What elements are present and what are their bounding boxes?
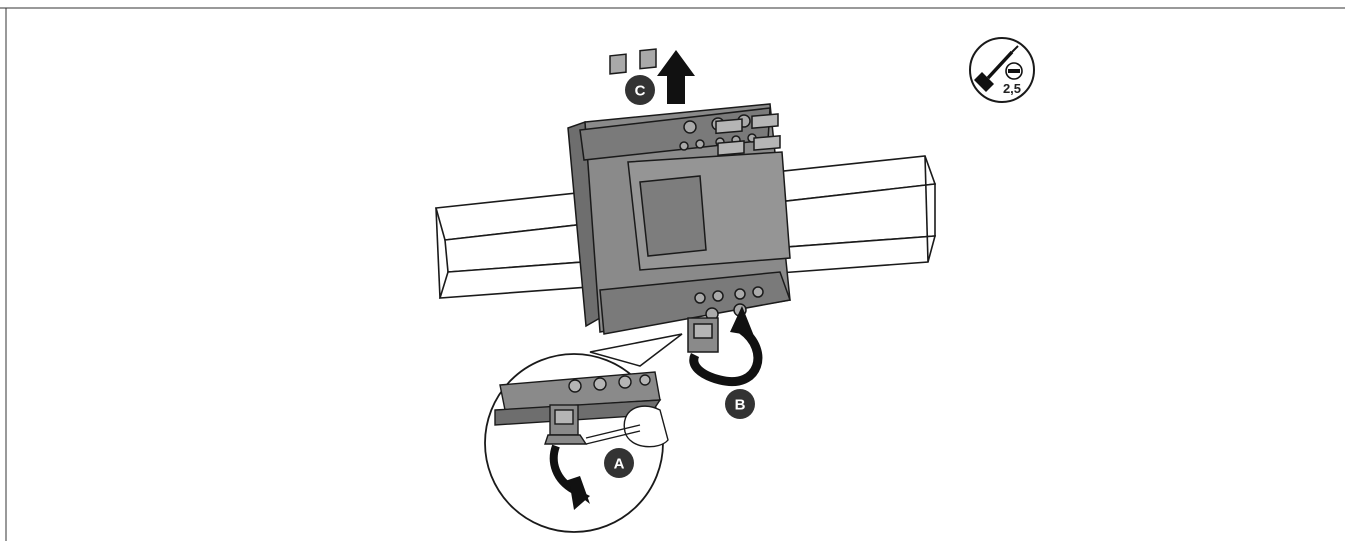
energy-meter-device xyxy=(567,48,792,353)
arrow-c-pull-up xyxy=(657,50,695,104)
arrow-b-rotate xyxy=(689,326,763,387)
screwdriver-tool-badge: 2,5 xyxy=(969,37,1035,103)
display-window xyxy=(639,175,707,257)
step-badge-c: C xyxy=(625,75,655,105)
step-badge-a: A xyxy=(604,448,634,478)
bottom-terminal-block xyxy=(599,271,792,335)
slot-head-icon xyxy=(1005,62,1023,80)
tool-size-label: 2,5 xyxy=(1003,81,1021,96)
flat-screwdriver-icon xyxy=(974,45,1019,92)
callout-pointer xyxy=(589,333,683,367)
arrow-b-head xyxy=(730,306,754,336)
screwdriver-tip xyxy=(623,405,669,448)
step-label-b: B xyxy=(735,397,746,414)
step-badge-b: B xyxy=(725,389,755,419)
step-label-a: A xyxy=(614,456,625,473)
step-label-c: C xyxy=(635,83,646,100)
front-buttons xyxy=(715,113,781,156)
detail-callout: A xyxy=(484,333,683,533)
zoomed-terminal-detail xyxy=(494,371,669,448)
